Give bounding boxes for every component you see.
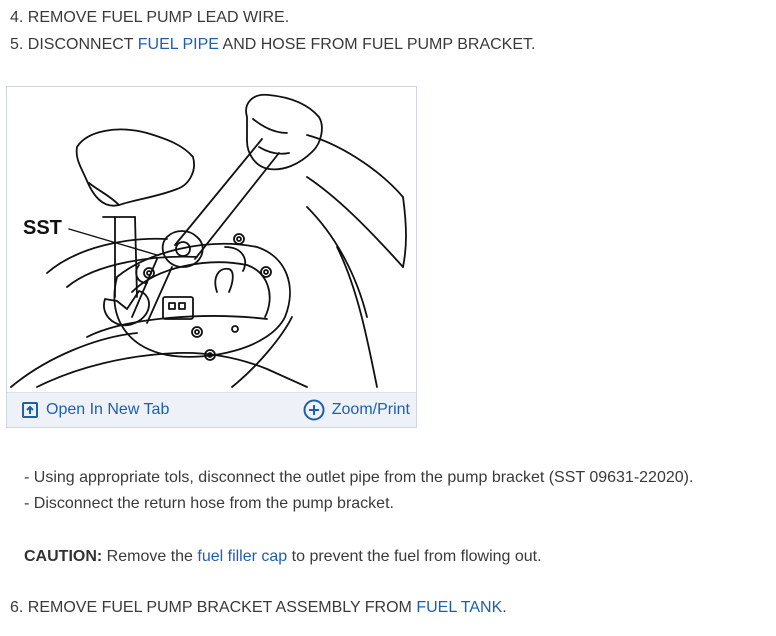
step-5-suffix: AND HOSE FROM FUEL PUMP BRACKET. bbox=[218, 36, 536, 53]
bullet-item: - Disconnect the return hose from the pu… bbox=[24, 495, 394, 512]
figure-panel: SST Open In New Tab Zoom/Print bbox=[6, 86, 417, 428]
figure-toolbar: Open In New Tab Zoom/Print bbox=[7, 392, 416, 427]
open-in-new-tab-button[interactable]: Open In New Tab bbox=[21, 393, 169, 427]
step-6-suffix: . bbox=[502, 599, 507, 616]
step-6-prefix: 6. REMOVE FUEL PUMP BRACKET ASSEMBLY FRO… bbox=[10, 599, 417, 616]
fuel-pump-illustration bbox=[10, 93, 407, 388]
bullet-item: - Using appropriate tols, disconnect the… bbox=[24, 469, 694, 486]
zoom-print-label: Zoom/Print bbox=[331, 401, 410, 418]
fuel-tank-link[interactable]: FUEL TANK bbox=[416, 599, 503, 616]
step-6-text: 6. REMOVE FUEL PUMP BRACKET ASSEMBLY FRO… bbox=[10, 599, 507, 617]
zoom-print-button[interactable]: Zoom/Print bbox=[303, 393, 410, 427]
caution-note: CAUTION: Remove the fuel filler cap to p… bbox=[24, 548, 542, 566]
caution-text-post: to prevent the fuel from flowing out. bbox=[287, 548, 542, 565]
caution-label: CAUTION: bbox=[24, 548, 103, 565]
zoom-plus-icon bbox=[303, 399, 325, 421]
open-in-new-tab-label: Open In New Tab bbox=[46, 401, 170, 418]
caution-text-pre: Remove the bbox=[102, 548, 198, 565]
fuel-pipe-link[interactable]: FUEL PIPE bbox=[137, 36, 219, 53]
step-4-text: 4. REMOVE FUEL PUMP LEAD WIRE. bbox=[10, 9, 290, 26]
fuel-filler-cap-link[interactable]: fuel filler cap bbox=[197, 548, 288, 565]
step-5-text: 5. DISCONNECT FUEL PIPE AND HOSE FROM FU… bbox=[10, 36, 535, 54]
sst-label: SST bbox=[23, 217, 62, 239]
step-5-prefix: 5. DISCONNECT bbox=[10, 36, 138, 53]
open-new-tab-icon bbox=[22, 402, 38, 418]
